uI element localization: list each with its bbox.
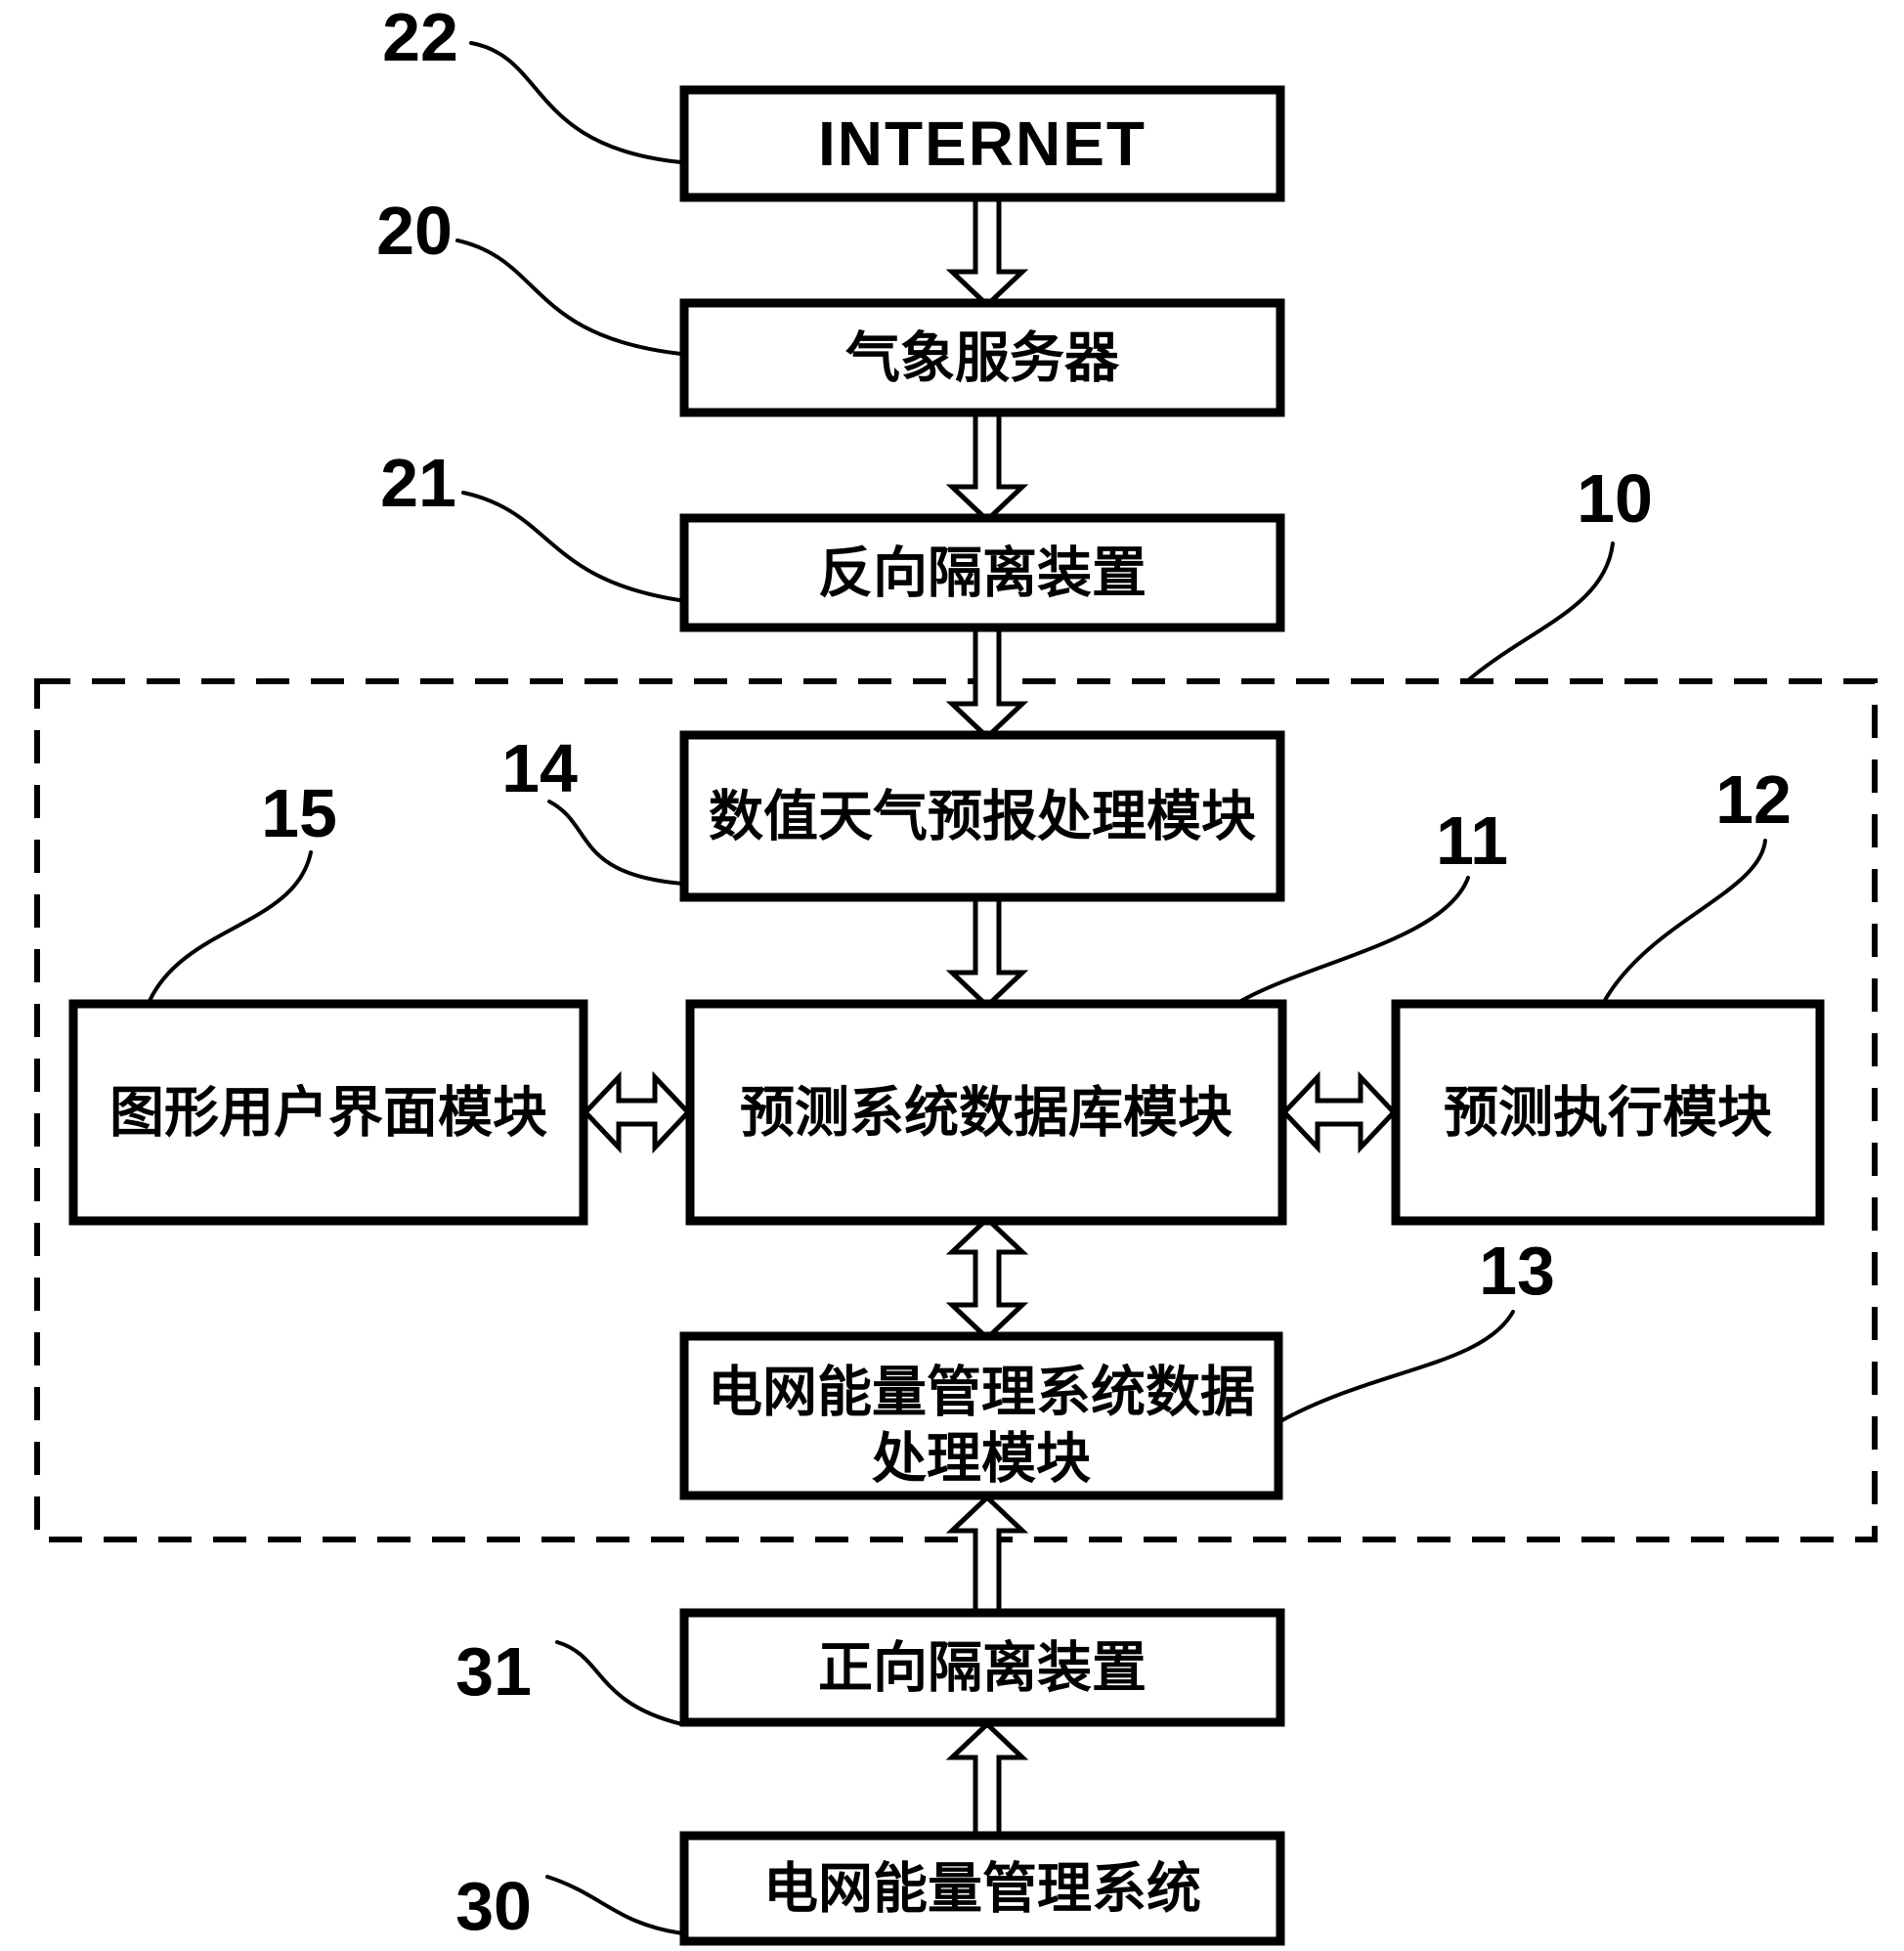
arrow-db-emsdata-bidirectional xyxy=(945,1215,1029,1342)
internet-box-rect xyxy=(679,85,1285,202)
gui-module-box-label: 图形用户界面模块 xyxy=(109,1082,547,1144)
arrow-gui-db-bidirectional xyxy=(582,1070,692,1154)
arrow-ems-to-forward-isolation xyxy=(945,1720,1029,1843)
leader-line-22 xyxy=(469,41,683,164)
box-ems: 电网能量管理系统 xyxy=(679,1831,1285,1946)
gui-module-box-rect xyxy=(68,999,588,1226)
system-boundary-dashed-box xyxy=(34,678,1878,1542)
forward-isolation-box-rect xyxy=(679,1608,1285,1727)
leader-line-31 xyxy=(555,1640,684,1726)
ref-label-13: 13 xyxy=(1479,1233,1555,1309)
box-ems-data-module: 电网能量管理系统数据 处理模块 xyxy=(679,1331,1283,1500)
ems-box-rect xyxy=(679,1831,1285,1946)
ref-label-31: 31 xyxy=(455,1633,532,1710)
weather-server-box-label: 气象服务器 xyxy=(845,327,1120,389)
reverse-isolation-box-rect xyxy=(679,513,1285,632)
leader-line-10 xyxy=(1466,542,1615,682)
ref-label-22: 22 xyxy=(382,0,458,75)
forward-isolation-box-label: 正向隔离装置 xyxy=(818,1637,1147,1699)
ref-label-21: 21 xyxy=(380,445,456,521)
leader-line-13 xyxy=(1278,1310,1515,1423)
box-exec-module: 预测执行模块 xyxy=(1391,999,1825,1226)
weather-server-box-rect xyxy=(679,298,1285,417)
box-internet: INTERNET xyxy=(679,85,1285,202)
nwp-module-box-label: 数值天气预报处理模块 xyxy=(709,786,1256,847)
arrow-internet-to-weather xyxy=(945,191,1029,309)
leader-line-12 xyxy=(1602,839,1767,1004)
exec-module-box-rect xyxy=(1391,999,1825,1226)
ems-data-module-box-label-line1: 电网能量管理系统数据 xyxy=(708,1362,1255,1423)
ref-label-12: 12 xyxy=(1715,761,1792,838)
arrow-db-exec-bidirectional xyxy=(1280,1070,1398,1154)
ref-label-30: 30 xyxy=(455,1868,532,1944)
leader-line-30 xyxy=(545,1875,684,1935)
box-forward-isolation: 正向隔离装置 xyxy=(679,1608,1285,1727)
ref-label-11: 11 xyxy=(1436,802,1508,879)
box-nwp-module: 数值天气预报处理模块 xyxy=(679,730,1285,902)
ref-label-20: 20 xyxy=(376,193,453,269)
box-reverse-isolation: 反向隔离装置 xyxy=(679,513,1285,632)
leader-line-15 xyxy=(148,850,313,1003)
exec-module-box-label: 预测执行模块 xyxy=(1444,1082,1772,1144)
leader-line-20 xyxy=(455,238,683,356)
ref-label-14: 14 xyxy=(501,730,578,806)
reverse-isolation-box-label: 反向隔离装置 xyxy=(818,542,1147,604)
arrow-weather-to-reverse-isolation xyxy=(945,406,1029,524)
arrow-nwp-to-db xyxy=(945,890,1029,1010)
nwp-module-box-rect xyxy=(679,730,1285,902)
ref-label-15: 15 xyxy=(261,775,337,851)
box-weather-server: 气象服务器 xyxy=(679,298,1285,417)
ems-data-module-box-rect xyxy=(679,1331,1283,1500)
ems-box-label: 电网能量管理系统 xyxy=(763,1858,1201,1920)
leader-line-14 xyxy=(547,800,684,886)
box-db-module: 预测系统数据库模块 xyxy=(685,999,1287,1226)
internet-box-label: INTERNET xyxy=(818,108,1147,179)
db-module-box-label: 预测系统数据库模块 xyxy=(740,1082,1233,1144)
leader-line-11 xyxy=(1237,876,1470,1004)
db-module-box-rect xyxy=(685,999,1287,1226)
arrow-forward-isolation-to-emsdata xyxy=(945,1494,1029,1620)
ref-label-10: 10 xyxy=(1577,460,1653,537)
leader-line-21 xyxy=(461,491,681,602)
arrow-reverse-isolation-to-nwp xyxy=(945,621,1029,741)
ems-data-module-box-label-line2: 处理模块 xyxy=(872,1428,1091,1490)
box-gui-module: 图形用户界面模块 xyxy=(68,999,588,1226)
